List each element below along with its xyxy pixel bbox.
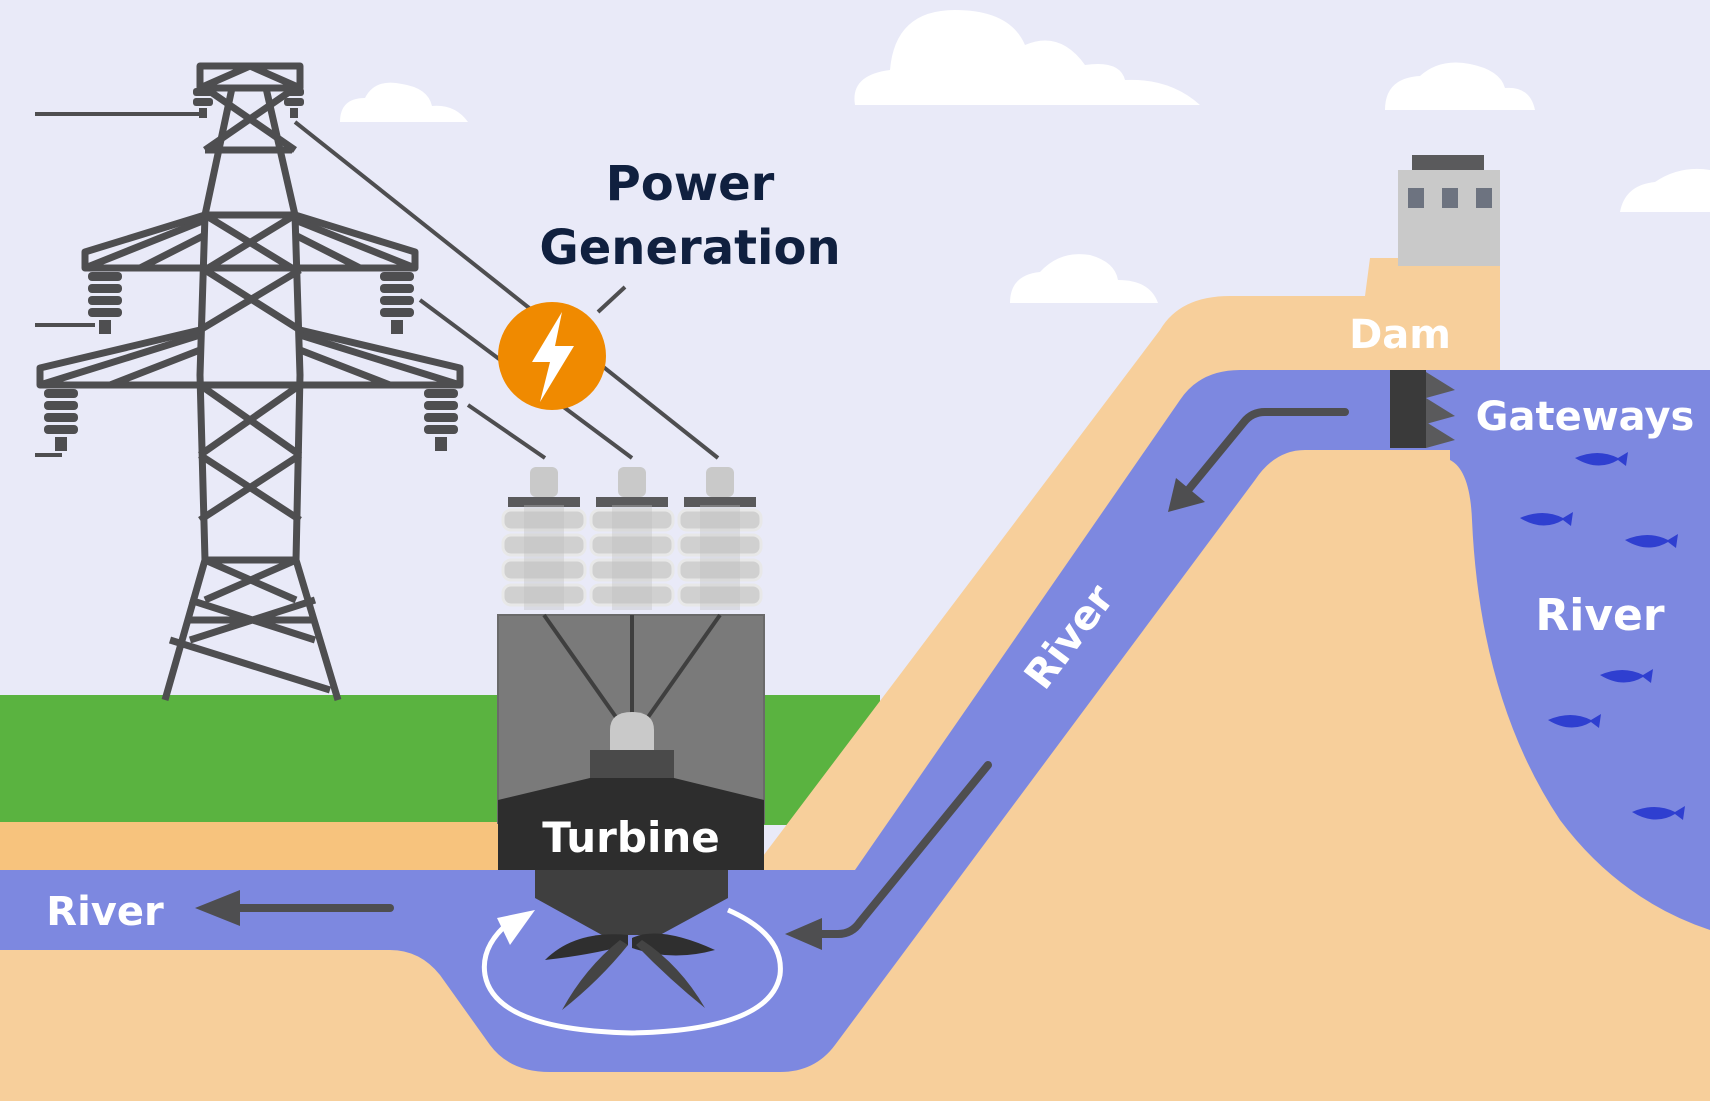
generator-bushings	[501, 467, 763, 610]
flow-arrows	[226, 408, 1349, 938]
ground-strip	[0, 822, 560, 870]
power-lines	[35, 112, 720, 460]
transmission-tower	[36, 62, 464, 702]
dam-label: Dam	[1349, 312, 1451, 358]
clouds	[340, 10, 1710, 303]
fish-icon	[1600, 669, 1653, 683]
gateways-label: Gateways	[1476, 394, 1695, 440]
turbine-runner	[535, 870, 728, 1010]
control-building	[1398, 155, 1500, 266]
fish-icon	[1520, 512, 1573, 526]
gateways-structure	[1390, 370, 1455, 448]
generator-housing	[497, 613, 765, 870]
fish-icon	[1575, 452, 1628, 466]
power-generation-title-line1: Power	[606, 156, 775, 212]
power-generation-icon	[498, 302, 606, 410]
turbine-label: Turbine	[542, 813, 720, 862]
fish-icon	[1632, 806, 1685, 820]
fish-group	[1520, 452, 1685, 820]
power-generation-title-line2: Generation	[539, 220, 840, 276]
rotation-arrow-icon	[481, 907, 783, 1036]
fish-icon	[1625, 534, 1678, 548]
river-channel	[0, 370, 1450, 1072]
river-outflow-label: River	[46, 889, 164, 935]
flow-arrow-icon	[801, 761, 992, 938]
fish-icon	[1548, 714, 1601, 728]
flow-arrow-icon	[1176, 408, 1349, 504]
lightning-bolt-icon	[532, 312, 574, 402]
tower-insulators	[44, 88, 458, 451]
flow-arrow-heads	[195, 478, 1205, 950]
dam-earth	[0, 258, 1710, 1101]
river-reservoir-label: River	[1535, 590, 1664, 641]
reservoir-water	[1450, 370, 1710, 930]
